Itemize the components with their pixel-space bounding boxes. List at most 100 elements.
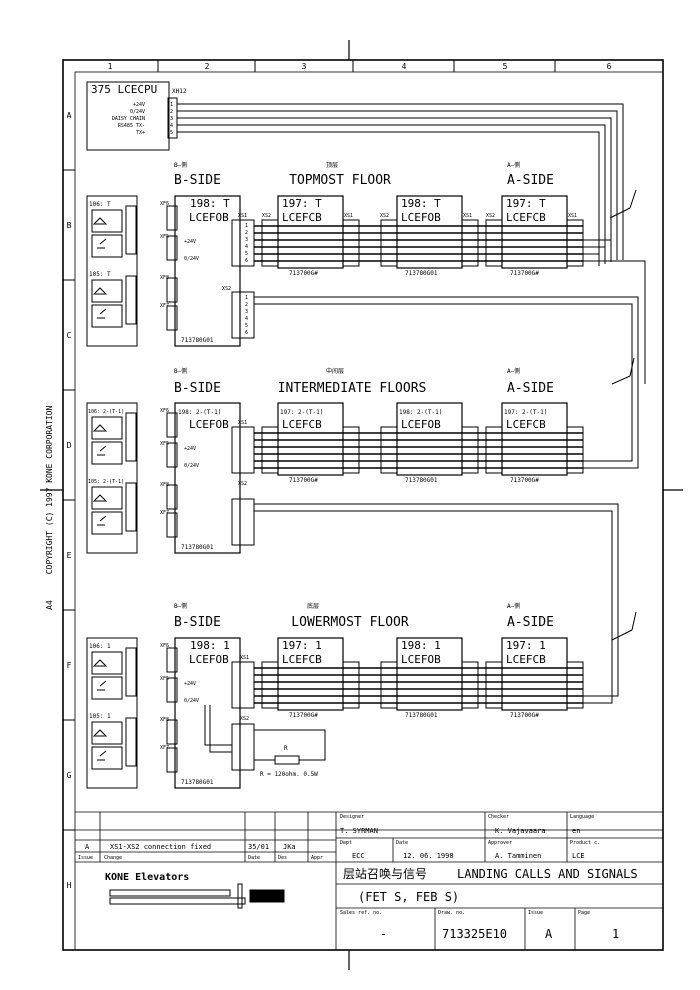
section-title-cn: 顶层 (326, 162, 338, 169)
pin: 2 (245, 302, 248, 308)
side-a-cn: A—侧 (507, 602, 520, 610)
resistor-note: R = 120ohm. 0.5W (260, 771, 318, 778)
label-checker: Checker (488, 814, 509, 820)
col-label: 6 (607, 62, 612, 71)
row-label: A (67, 111, 72, 120)
label-sales-ref: Sales ref. no. (340, 910, 382, 916)
part-number: 713780G01 (181, 779, 214, 786)
label-page: Page (578, 910, 590, 916)
label-designer: Designer (340, 814, 364, 820)
connector-label: XS2 (240, 716, 249, 722)
row-label: C (67, 331, 72, 340)
designer: T. SYRMAN (340, 827, 378, 835)
company-name: KONE Elevators (105, 872, 189, 883)
fob-name: LCEFOB (401, 418, 441, 431)
col-label: 5 (503, 62, 508, 71)
header-issue: Issue (78, 855, 93, 861)
connector-label: XS2 (262, 213, 271, 219)
side-b-label: B-SIDE (174, 615, 221, 630)
cpu-pin: 3 (170, 116, 173, 122)
part-number: 713780G01 (181, 544, 214, 551)
side-b-label: B-SIDE (174, 173, 221, 188)
row-labels: A B C D E F G H (67, 111, 72, 890)
fcb-name: LCEFCB (282, 211, 322, 224)
button-id: 105: 1 (89, 713, 111, 720)
section-title: LOWERMOST FLOOR (291, 615, 409, 630)
supply-label: +24V (184, 681, 196, 687)
fcb-name: LCEFCB (506, 211, 546, 224)
label-product: Product c. (570, 840, 600, 846)
pin: 5 (245, 323, 248, 329)
cpu-signal: 0/24V (130, 109, 145, 115)
connector-label: XF5 (160, 676, 169, 682)
pin: 4 (245, 316, 248, 322)
label-date: Date (396, 840, 408, 846)
issue: A (545, 927, 553, 941)
pin: 1 (245, 295, 248, 301)
fob-name: LCEFOB (189, 211, 229, 224)
connector-label: XF8 (160, 482, 169, 488)
product: LCE (572, 852, 585, 860)
sales-ref: - (380, 927, 387, 941)
header-change: Change (104, 855, 122, 861)
button-id: 106: 2-(T-1) (88, 409, 124, 415)
fcb-id: 197: 2-(T-1) (280, 409, 323, 416)
button-id: 106: T (89, 201, 111, 208)
pin: 1 (245, 223, 248, 229)
col-label: 3 (302, 62, 307, 71)
fcb-name: LCEFCB (506, 418, 546, 431)
title-block: A XS1-XS2 connection fixed 35/01 JKa Iss… (75, 811, 663, 950)
header-des: Des (278, 855, 287, 861)
side-a-cn: A—侧 (507, 367, 520, 375)
resistor-label: R (284, 745, 288, 752)
pin: 2 (245, 230, 248, 236)
side-b-cn: B—侧 (174, 161, 187, 169)
fob-name: LCEFOB (401, 211, 441, 224)
fob-id: 198: 1 (190, 639, 230, 652)
pin: 3 (245, 309, 248, 315)
revision-by: JKa (283, 843, 296, 851)
pin: 4 (245, 244, 248, 250)
row-label: D (67, 441, 72, 450)
fob-name: LCEFOB (189, 653, 229, 666)
section-intermediate: B—侧 B-SIDE 中间层 INTERMEDIATE FLOORS A—侧 A… (86, 357, 639, 594)
col-label: 4 (402, 62, 407, 71)
cpu-signal: RS485 TX- (118, 123, 145, 129)
side-b-cn: B—侧 (174, 602, 187, 610)
section-title-cn: 中间层 (326, 367, 344, 375)
part-number: 713700G# (289, 477, 318, 484)
connector-label: XS1 (463, 213, 472, 219)
col-label: 1 (108, 62, 113, 71)
button-id: 105: 2-(T-1) (88, 479, 124, 485)
fcb-id: 197: T (506, 197, 546, 210)
part-number: 713780G01 (405, 712, 438, 719)
fob-id: 198: 1 (401, 639, 441, 652)
connector-label: XF5 (160, 441, 169, 447)
supply-label: +24V (184, 239, 196, 245)
label-drawing-no: Draw. no. (438, 910, 465, 916)
fob-name: LCEFOB (189, 418, 229, 431)
connector-label: XF6 (160, 643, 169, 649)
side-a-label: A-SIDE (507, 173, 554, 188)
fcb-id: 197: 1 (506, 639, 546, 652)
label-language: Language (570, 814, 594, 820)
label-approver: Approver (488, 840, 512, 846)
connector-label: XS1 (568, 213, 577, 219)
connector-label: XF6 (160, 408, 169, 414)
connector-label: XF8 (160, 717, 169, 723)
supply-label: +24V (184, 446, 196, 452)
cpu-signal: DAISY CHAIN (112, 116, 145, 122)
cpu-name: 375 LCECPU (91, 83, 157, 96)
side-a-cn: A—侧 (507, 161, 520, 169)
fcb-name: LCEFCB (282, 653, 322, 666)
fob-id: 198: 2-(T-1) (178, 409, 221, 416)
part-number: 713780G01 (181, 337, 214, 344)
connector-label: XS2 (222, 286, 231, 292)
col-label: 2 (205, 62, 210, 71)
header-appr: Appr (311, 855, 323, 861)
button-id: 106: 1 (89, 643, 111, 650)
pin: 3 (245, 237, 248, 243)
connector-label: XS2 (380, 213, 389, 219)
section-title: INTERMEDIATE FLOORS (278, 381, 427, 396)
